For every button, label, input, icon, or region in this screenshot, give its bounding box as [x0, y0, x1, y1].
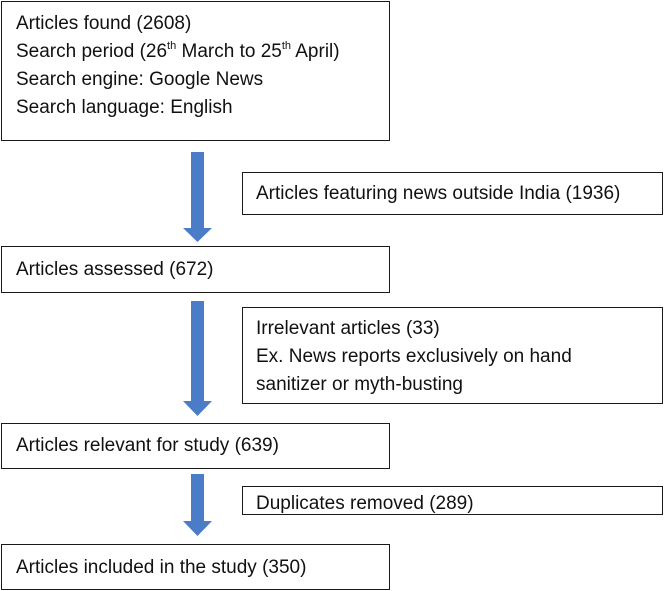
irrelevant-example-text-1: Ex. News reports exclusively on hand: [256, 346, 572, 367]
search-period-text: Search period (26th March to 25th April): [16, 39, 340, 62]
down-arrow-3: [183, 474, 212, 536]
down-arrow-1: [183, 152, 212, 242]
irrelevant-example-text-2: sanitizer or myth-busting: [256, 374, 463, 395]
excluded-outside-india-box: Articles featuring news outside India (1…: [242, 172, 663, 215]
excluded-irrelevant-box: Irrelevant articles (33) Ex. News report…: [242, 307, 663, 404]
articles-relevant-box: Articles relevant for study (639): [1, 423, 390, 469]
excluded-duplicates-box: Duplicates removed (289): [242, 486, 663, 515]
search-language-text: Search language: English: [16, 97, 233, 118]
articles-assessed-box: Articles assessed (672): [1, 246, 390, 293]
search-criteria-box: Articles found (2608) Search period (26t…: [1, 1, 390, 141]
articles-relevant-text: Articles relevant for study (639): [16, 435, 279, 456]
duplicates-removed-text: Duplicates removed (289): [256, 493, 474, 514]
articles-included-text: Articles included in the study (350): [16, 557, 307, 578]
irrelevant-count-text: Irrelevant articles (33): [256, 318, 440, 339]
articles-included-box: Articles included in the study (350): [1, 544, 390, 590]
search-engine-text: Search engine: Google News: [16, 69, 264, 90]
excluded-outside-india-text: Articles featuring news outside India (1…: [256, 183, 621, 204]
articles-assessed-text: Articles assessed (672): [16, 259, 214, 280]
articles-found-text: Articles found (2608): [16, 13, 192, 34]
down-arrow-2: [183, 301, 212, 416]
